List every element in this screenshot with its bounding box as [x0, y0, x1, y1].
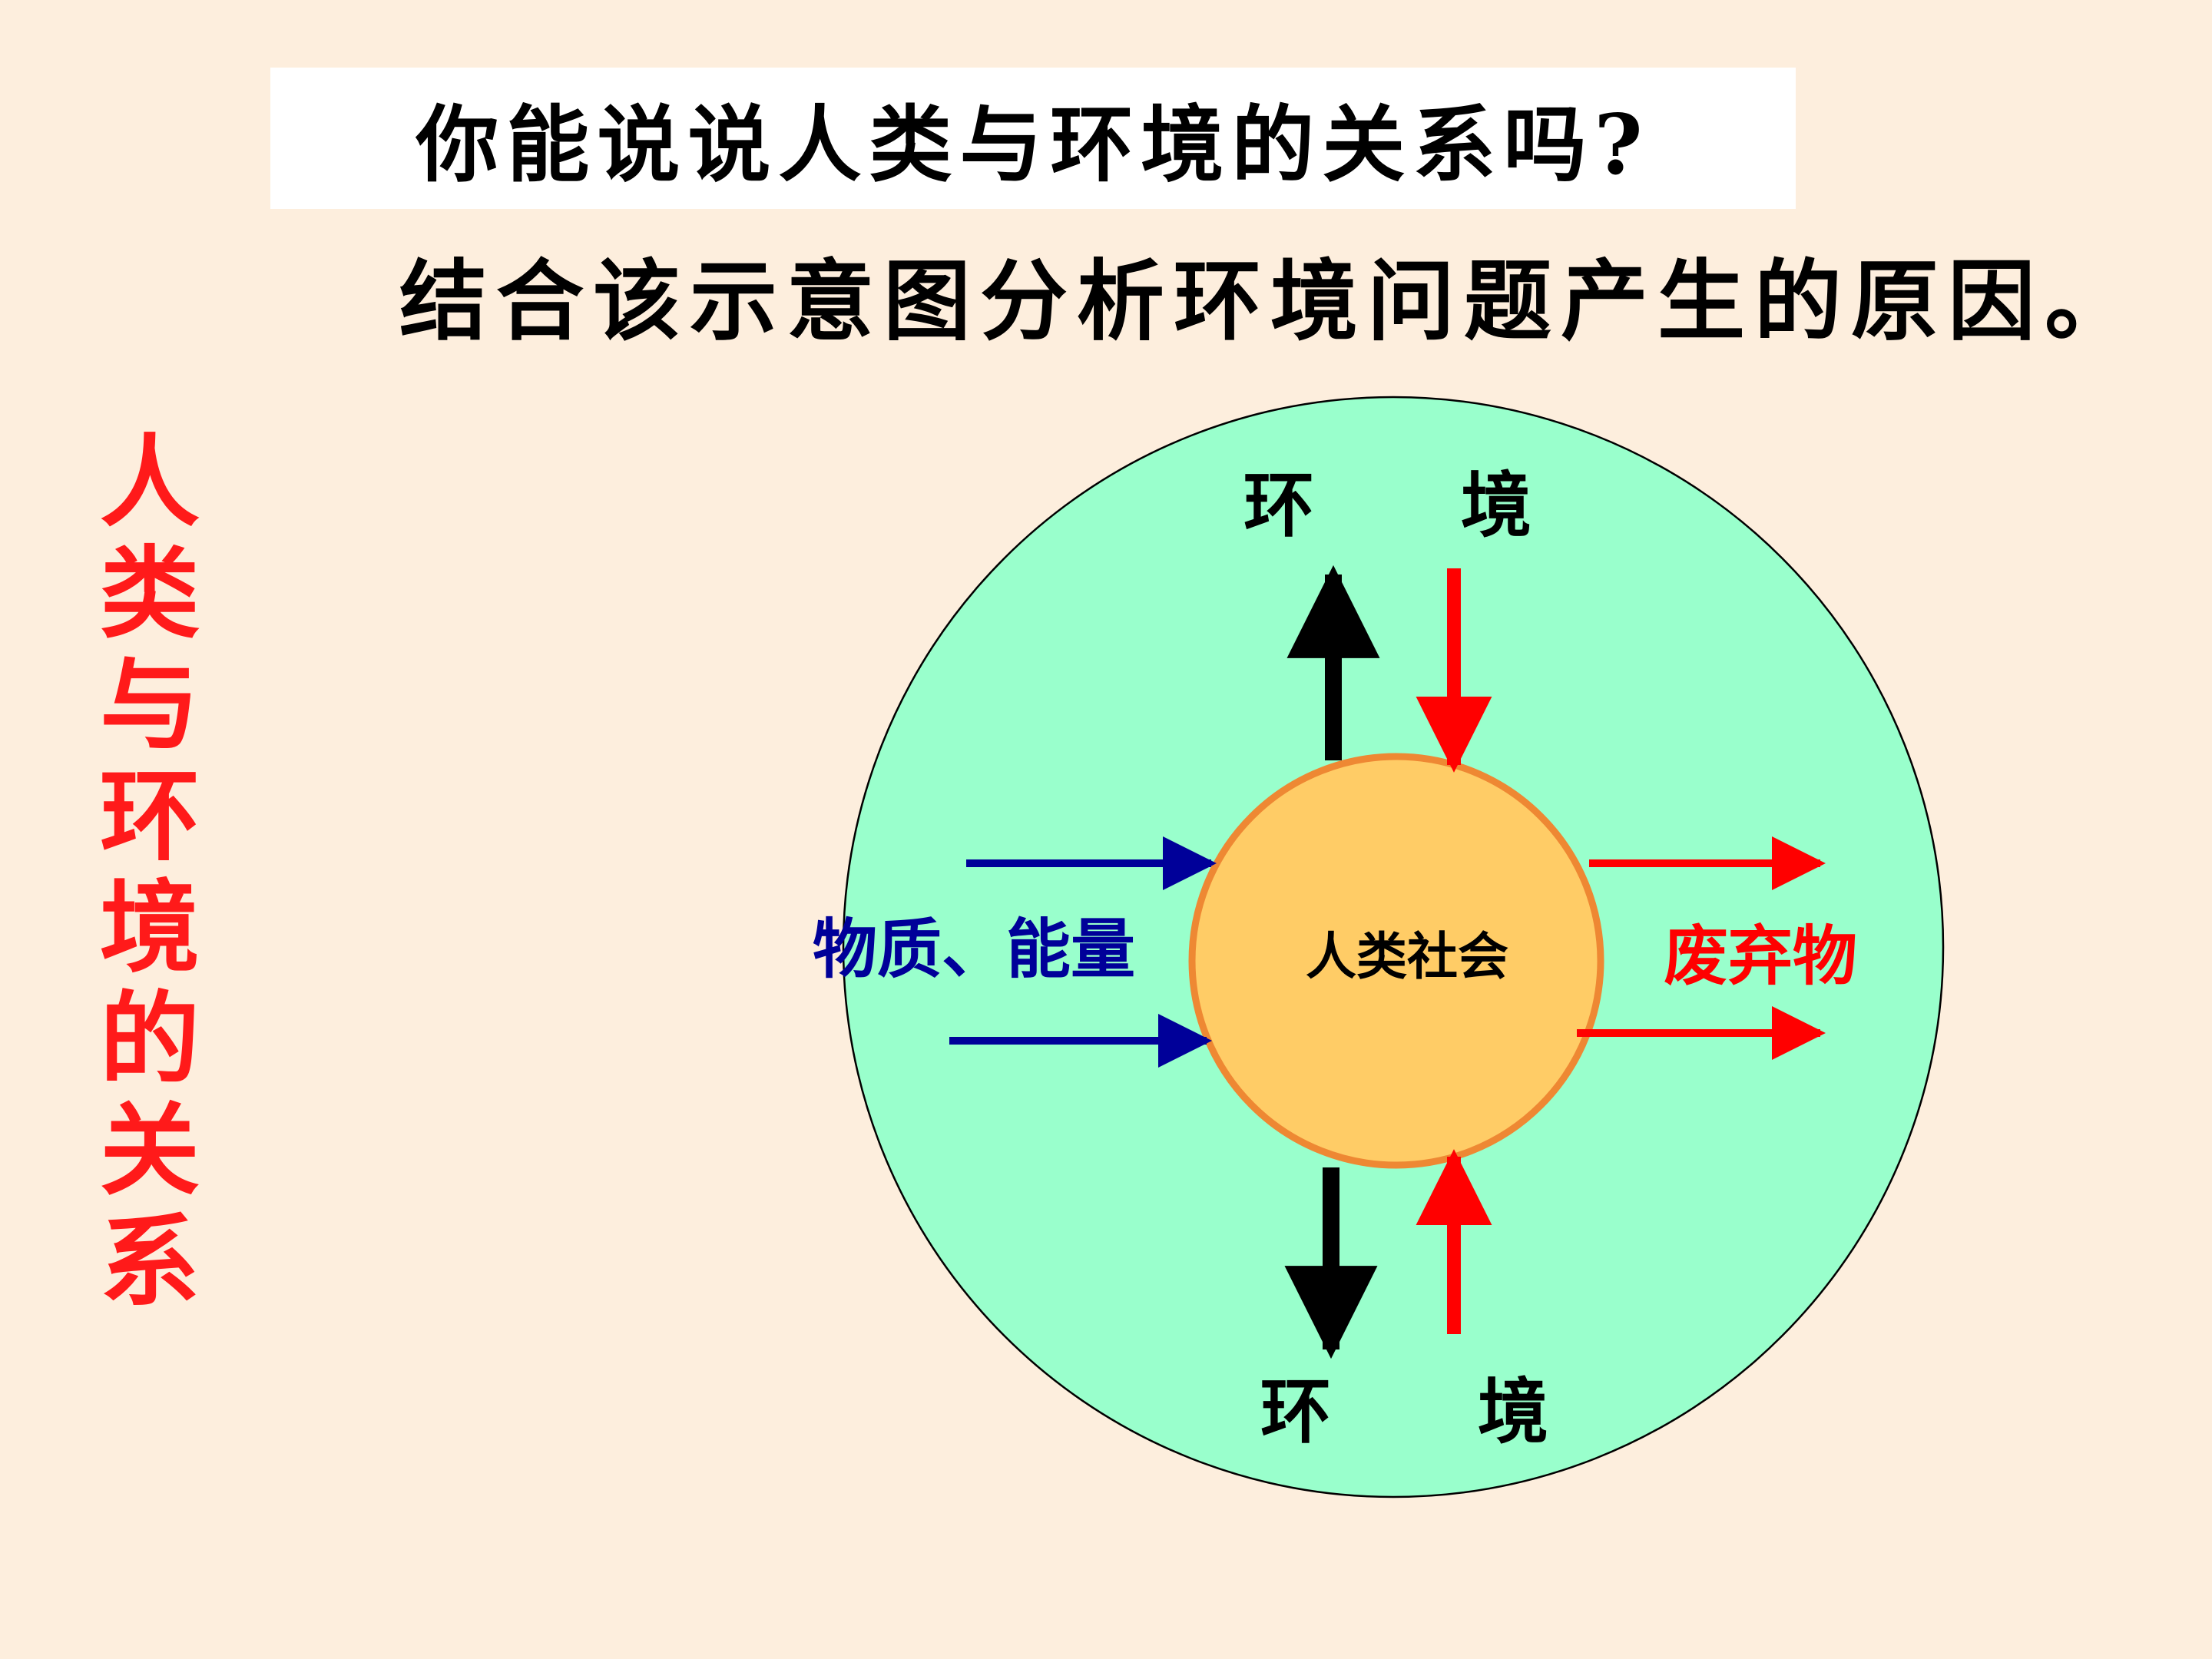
label-matter-energy: 物质、能量 — [813, 911, 1135, 987]
page-title: 你能说说人类与环境的关系吗? — [416, 97, 1651, 194]
label-environment-top-left: 环 — [1243, 464, 1314, 547]
side-title: 人 类 与 环 境 的 关 系 — [92, 426, 207, 1317]
label-environment-bottom-left: 环 — [1260, 1370, 1331, 1453]
label-waste: 废弃物 — [1664, 918, 1857, 994]
side-title-char: 关 — [99, 1091, 200, 1209]
side-title-char: 类 — [99, 535, 200, 652]
side-title-char: 环 — [99, 757, 200, 875]
label-environment-top-right: 境 — [1461, 464, 1532, 547]
side-title-char: 人 — [99, 423, 200, 541]
side-title-char: 的 — [99, 980, 200, 1098]
label-human-society: 人类社会 — [1306, 926, 1508, 986]
human-society-circle — [1188, 753, 1604, 1169]
side-title-char: 系 — [99, 1203, 200, 1320]
page-subtitle: 结合该示意图分析环境问题产生的原因。 — [399, 250, 2142, 353]
label-environment-bottom-right: 境 — [1478, 1370, 1548, 1453]
title-box: 你能说说人类与环境的关系吗? — [270, 68, 1796, 209]
side-title-char: 与 — [99, 646, 200, 763]
side-title-char: 境 — [99, 869, 200, 986]
